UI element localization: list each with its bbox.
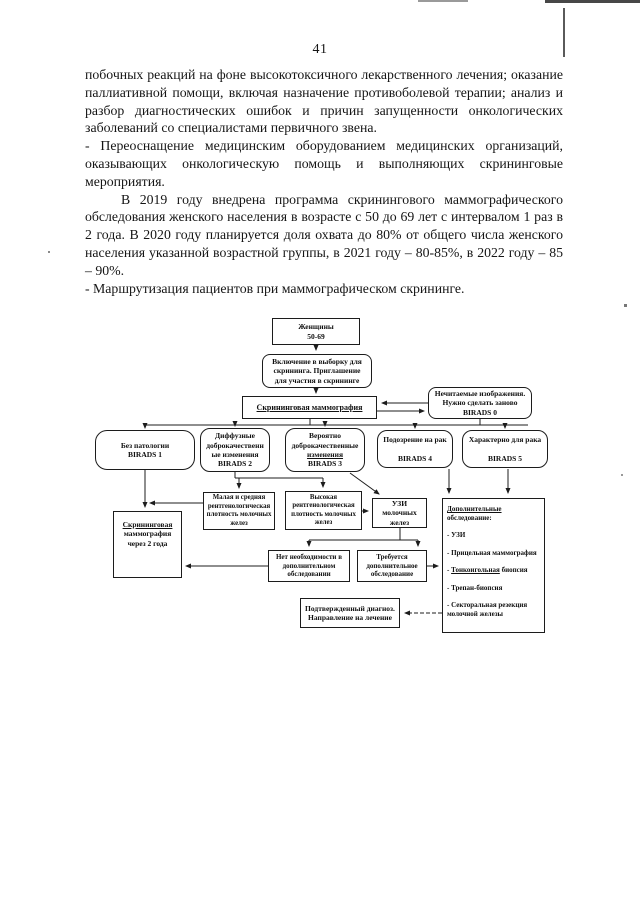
flow-box-confirmed-diagnosis: Подтвержденный диагноз.Направление на ле…	[300, 598, 400, 628]
paragraph: побочных реакций на фоне высокотоксичног…	[85, 67, 563, 136]
scan-artifact	[545, 0, 640, 3]
paragraph: - Маршрутизация пациентов при маммографи…	[85, 280, 465, 296]
page-number: 41	[312, 42, 328, 57]
scan-artifact	[621, 474, 623, 476]
flow-box-unreadable-images: Нечитаемые изображения.Нужно сделать зан…	[428, 387, 532, 419]
scan-artifact	[48, 251, 50, 253]
scan-artifact	[418, 0, 468, 2]
paragraph: - Переоснащение медицинским оборудование…	[85, 138, 563, 189]
body-text: побочных реакций на фоне высокотоксичног…	[85, 66, 563, 297]
flow-box-screening-mammography: Скрининговая маммография	[242, 396, 377, 419]
scan-artifact	[624, 304, 627, 307]
paragraph: В 2019 году внедрена программа скрининго…	[85, 191, 563, 278]
scan-artifact	[563, 8, 565, 57]
